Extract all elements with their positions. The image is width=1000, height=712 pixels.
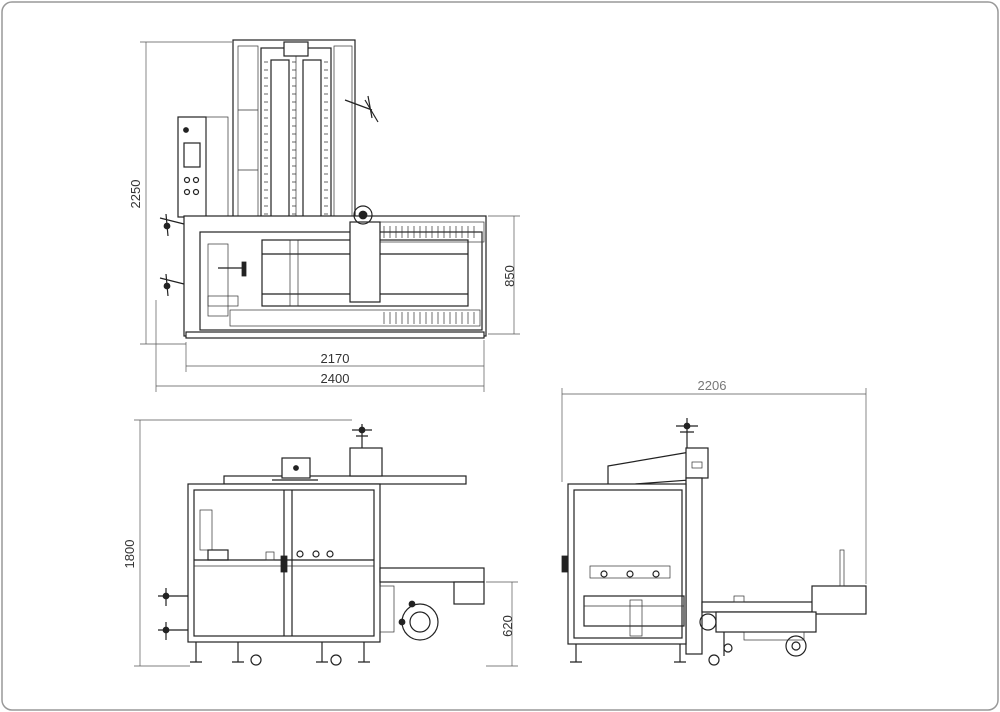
dim-top-height-total: 2250 bbox=[128, 180, 143, 209]
dim-front-height-total: 1800 bbox=[122, 540, 137, 569]
dim-front-height-table: 620 bbox=[500, 615, 515, 637]
front-view: 1800 620 bbox=[122, 419, 518, 667]
top-view: 2250 850 2170 2400 bbox=[128, 39, 520, 392]
dim-top-width-total: 2400 bbox=[321, 371, 350, 386]
dim-side-width-total: 2206 bbox=[698, 378, 727, 393]
dim-top-width-frame: 2170 bbox=[321, 351, 350, 366]
side-view: 2206 bbox=[561, 378, 867, 666]
dim-top-height-table: 850 bbox=[502, 265, 517, 287]
